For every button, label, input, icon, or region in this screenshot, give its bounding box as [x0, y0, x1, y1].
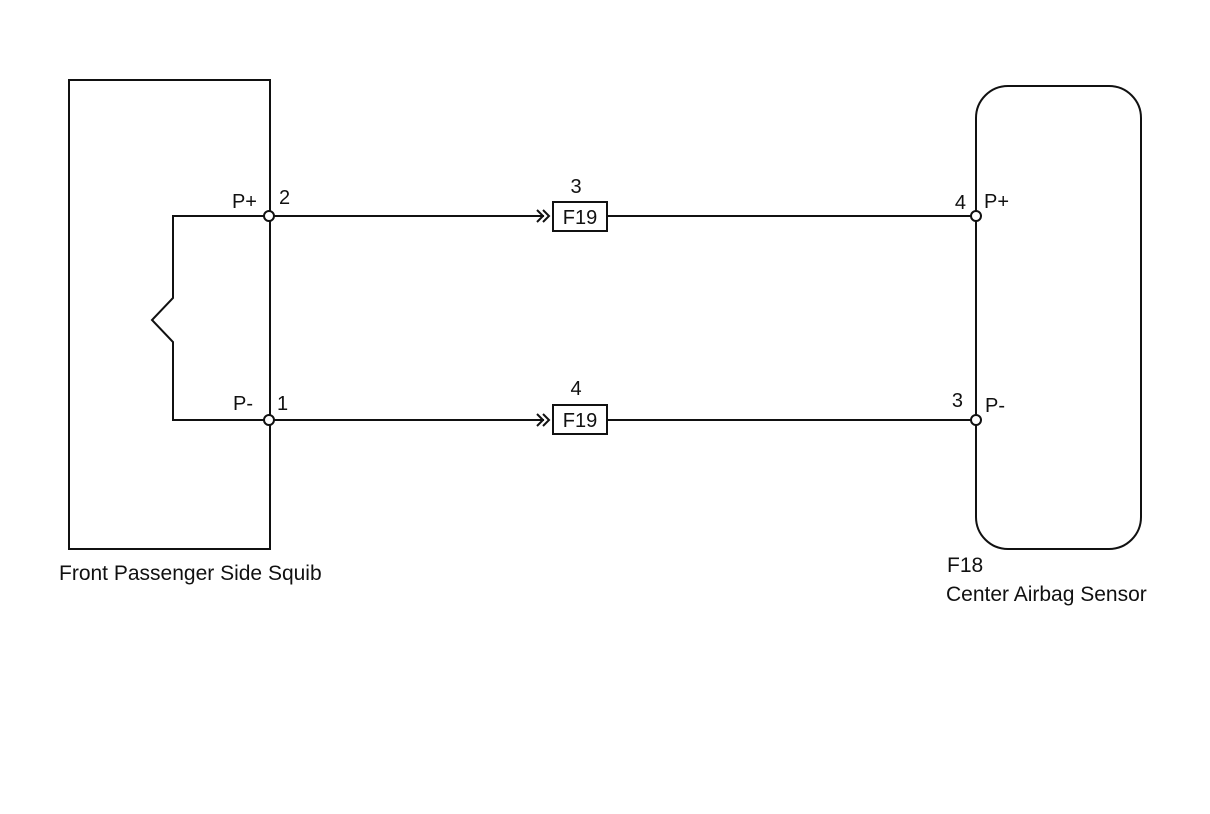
connector-pin-number: 3	[570, 176, 581, 198]
squib-component-name: Front Passenger Side Squib	[59, 562, 322, 585]
sensor-component-name: Center Airbag Sensor	[946, 583, 1147, 606]
squib-pin-p-minus-number: 1	[277, 393, 288, 415]
sensor-component-box	[975, 85, 1142, 550]
sensor-pin-p-minus-name: P-	[985, 395, 1005, 417]
connector-chevron-icon	[542, 413, 551, 427]
connector-id-label: F19	[563, 410, 597, 432]
junction-connector-lower: F19 4	[536, 378, 608, 435]
squib-pin-p-minus-name: P-	[233, 393, 253, 415]
squib-pin-p-plus-terminal	[263, 210, 275, 222]
connector-chevron-icon	[542, 209, 551, 223]
connector-id-label: F19	[563, 207, 597, 229]
connector-box	[552, 404, 608, 435]
connector-box	[552, 201, 608, 232]
squib-pin-p-plus-number: 2	[279, 187, 290, 209]
connector-chevron-icon	[536, 413, 545, 427]
sensor-pin-p-plus-name: P+	[984, 191, 1009, 213]
connector-pin-number: 4	[570, 378, 581, 400]
sensor-pin-p-minus-number: 3	[952, 390, 963, 412]
sensor-pin-p-plus-terminal	[970, 210, 982, 222]
squib-pin-p-plus-name: P+	[232, 191, 257, 213]
junction-connector-upper: F19 3	[536, 176, 608, 232]
sensor-pin-p-plus-number: 4	[955, 192, 966, 214]
squib-element-symbol	[150, 215, 269, 421]
sensor-connector-code: F18	[947, 554, 983, 577]
sensor-pin-p-minus-terminal	[970, 414, 982, 426]
squib-component-box	[68, 79, 271, 550]
squib-pin-p-minus-terminal	[263, 414, 275, 426]
connector-chevron-icon	[536, 209, 545, 223]
